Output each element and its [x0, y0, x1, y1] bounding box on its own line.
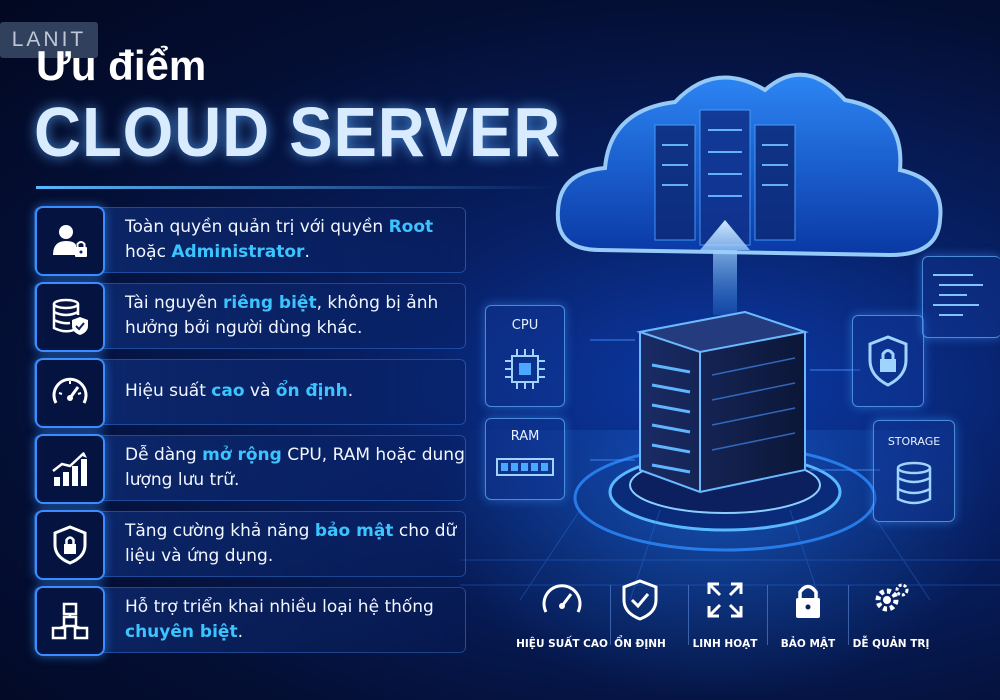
database-icon	[896, 461, 932, 505]
padlock-icon	[796, 584, 820, 618]
feature-item: Tăng cường khả năng bảo mật cho dữ liệu …	[34, 510, 466, 580]
benefit-flexibility: LINH HOẠT	[670, 578, 780, 650]
benefit-label: DỄ QUẢN TRỊ	[852, 638, 930, 650]
cpu-label: CPU	[511, 318, 539, 333]
feature-icon-box	[35, 206, 105, 276]
feature-icon-box	[35, 510, 105, 580]
feature-icon-box	[35, 358, 105, 428]
feature-item: Toàn quyền quản trị với quyền Root hoặc …	[34, 206, 466, 276]
benefit-label: ỔN ĐỊNH	[614, 638, 666, 650]
speedometer-icon	[542, 584, 582, 613]
ram-stick-icon	[496, 458, 554, 476]
security-panel	[852, 315, 924, 407]
benefit-management: DỄ QUẢN TRỊ	[836, 578, 946, 650]
shield-lock-icon	[53, 525, 87, 565]
storage-label: STORAGE	[887, 435, 941, 448]
benefit-label: LINH HOẠT	[692, 638, 758, 650]
feature-text: Hỗ trợ triển khai nhiều loại hệ thống ch…	[125, 597, 434, 642]
shield-check-icon	[622, 579, 658, 621]
feature-text: Hiệu suất cao và ổn định.	[125, 381, 354, 401]
benefit-label: HIỆU SUẤT CAO	[516, 638, 608, 650]
feature-text: Dễ dàng mở rộng CPU, RAM hoặc dung lượng…	[125, 445, 465, 490]
brand-logo: LANIT	[0, 22, 98, 58]
ram-panel: RAM	[485, 418, 565, 500]
benefit-stability: ỔN ĐỊNH	[585, 578, 695, 650]
title-line-2: CLOUD SERVER	[34, 93, 562, 171]
admin-user-lock-icon	[53, 225, 87, 257]
code-lines-icon	[933, 274, 983, 316]
cpu-chip-icon	[505, 349, 545, 389]
title-underline	[36, 186, 556, 189]
feature-item: Hiệu suất cao và ổn định.	[34, 358, 466, 428]
feature-text: Tài nguyên riêng biệt, không bị ảnh hưởn…	[125, 293, 439, 338]
title-line-1: Ưu điểm	[36, 42, 207, 89]
feature-icon-box	[35, 434, 105, 504]
feature-item: Hỗ trợ triển khai nhiều loại hệ thống ch…	[34, 586, 466, 656]
shield-lock-icon	[868, 335, 908, 387]
expand-arrows-icon	[707, 582, 743, 618]
benefit-security: BẢO MẬT	[753, 578, 863, 650]
cpu-panel: CPU	[485, 305, 565, 407]
cloud-server-illustration	[460, 72, 1000, 600]
storage-panel: STORAGE	[873, 420, 955, 522]
feature-text: Tăng cường khả năng bảo mật cho dữ liệu …	[125, 521, 457, 566]
feature-item: Dễ dàng mở rộng CPU, RAM hoặc dung lượng…	[34, 434, 466, 504]
benefit-label: BẢO MẬT	[780, 638, 836, 650]
speedometer-icon	[52, 377, 88, 404]
gears-icon	[875, 583, 909, 612]
feature-icon-box	[35, 586, 105, 656]
divider	[610, 585, 611, 645]
feature-item: Tài nguyên riêng biệt, không bị ảnh hưởn…	[34, 282, 466, 352]
benefit-performance: HIỆU SUẤT CAO	[507, 578, 617, 650]
ram-label: RAM	[510, 429, 540, 444]
network-cubes-icon	[51, 602, 89, 640]
feature-text: Toàn quyền quản trị với quyền Root hoặc …	[125, 217, 434, 262]
database-shield-icon	[52, 298, 88, 335]
feature-icon-box	[35, 282, 105, 352]
divider	[767, 585, 768, 645]
code-panel	[922, 256, 1000, 338]
growth-chart-icon	[52, 452, 87, 486]
divider	[848, 585, 849, 645]
divider	[688, 585, 689, 645]
